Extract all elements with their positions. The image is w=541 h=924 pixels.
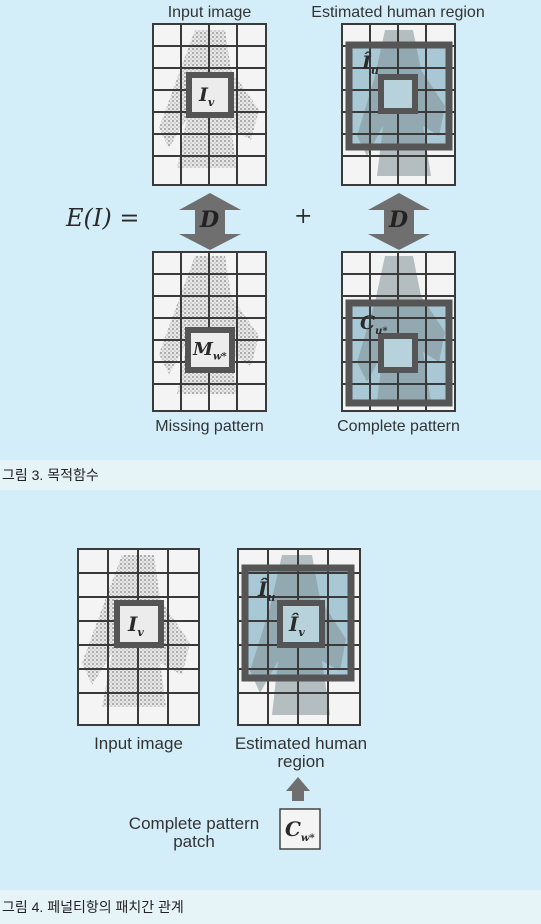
label-estimated-region: Estimated human region bbox=[311, 4, 485, 21]
label-complete-pattern-patch: Complete pattern patch bbox=[128, 814, 260, 851]
figure-4-caption: 그림 4. 페널티항의 패치간 관계 bbox=[0, 890, 541, 924]
input-image-panel bbox=[152, 23, 267, 186]
double-arrow-right bbox=[368, 193, 430, 250]
input-image-panel bbox=[77, 548, 200, 726]
energy-function-lhs: E(I) = bbox=[66, 204, 140, 232]
figure-4-canvas bbox=[77, 548, 361, 850]
figure-4: Input image Estimated human region Compl… bbox=[0, 495, 541, 890]
plus-sign: + bbox=[294, 204, 313, 229]
iv-patch bbox=[114, 600, 164, 648]
estimated-region-panel bbox=[237, 548, 361, 726]
cu-center-patch bbox=[378, 333, 418, 373]
iu-window bbox=[345, 41, 453, 151]
mw-patch bbox=[185, 327, 235, 373]
complete-pattern-patch-box bbox=[279, 808, 321, 850]
operator-d-left: D bbox=[200, 207, 220, 233]
double-arrow-left bbox=[179, 193, 241, 250]
label-input-image: Input image bbox=[94, 734, 183, 753]
symbol-iu: Îu bbox=[258, 577, 276, 604]
label-estimated-region: Estimated human region bbox=[234, 734, 368, 771]
label-complete-pattern: Complete pattern bbox=[337, 418, 460, 435]
label-missing-pattern: Missing pattern bbox=[155, 418, 264, 435]
iv-center-patch bbox=[277, 600, 325, 648]
iu-center-patch bbox=[378, 74, 418, 114]
up-arrow bbox=[286, 777, 310, 801]
cu-window bbox=[345, 299, 453, 407]
figure-3-caption: 그림 3. 목적함수 bbox=[0, 460, 541, 490]
symbol-iv: Iv bbox=[199, 84, 215, 109]
symbol-iu: Îu bbox=[362, 52, 379, 77]
complete-pattern-panel bbox=[341, 251, 456, 412]
symbol-mw: Mw* bbox=[193, 339, 227, 363]
figure-3: Input image Estimated human region Missi… bbox=[0, 0, 541, 460]
symbol-cu: Cu* bbox=[360, 312, 388, 337]
estimated-region-panel bbox=[341, 23, 456, 186]
figure-3-canvas bbox=[152, 23, 456, 412]
symbol-cw: Cw* bbox=[285, 817, 315, 844]
operator-d-right: D bbox=[389, 207, 409, 233]
iu-window bbox=[241, 564, 355, 682]
iv-patch bbox=[186, 72, 234, 118]
missing-pattern-panel bbox=[152, 251, 267, 412]
label-input-image: Input image bbox=[167, 4, 252, 21]
symbol-iv: Iv bbox=[128, 612, 144, 639]
human-silhouette-icon bbox=[357, 256, 445, 402]
symbol-iv-hat: Îv bbox=[289, 612, 305, 639]
